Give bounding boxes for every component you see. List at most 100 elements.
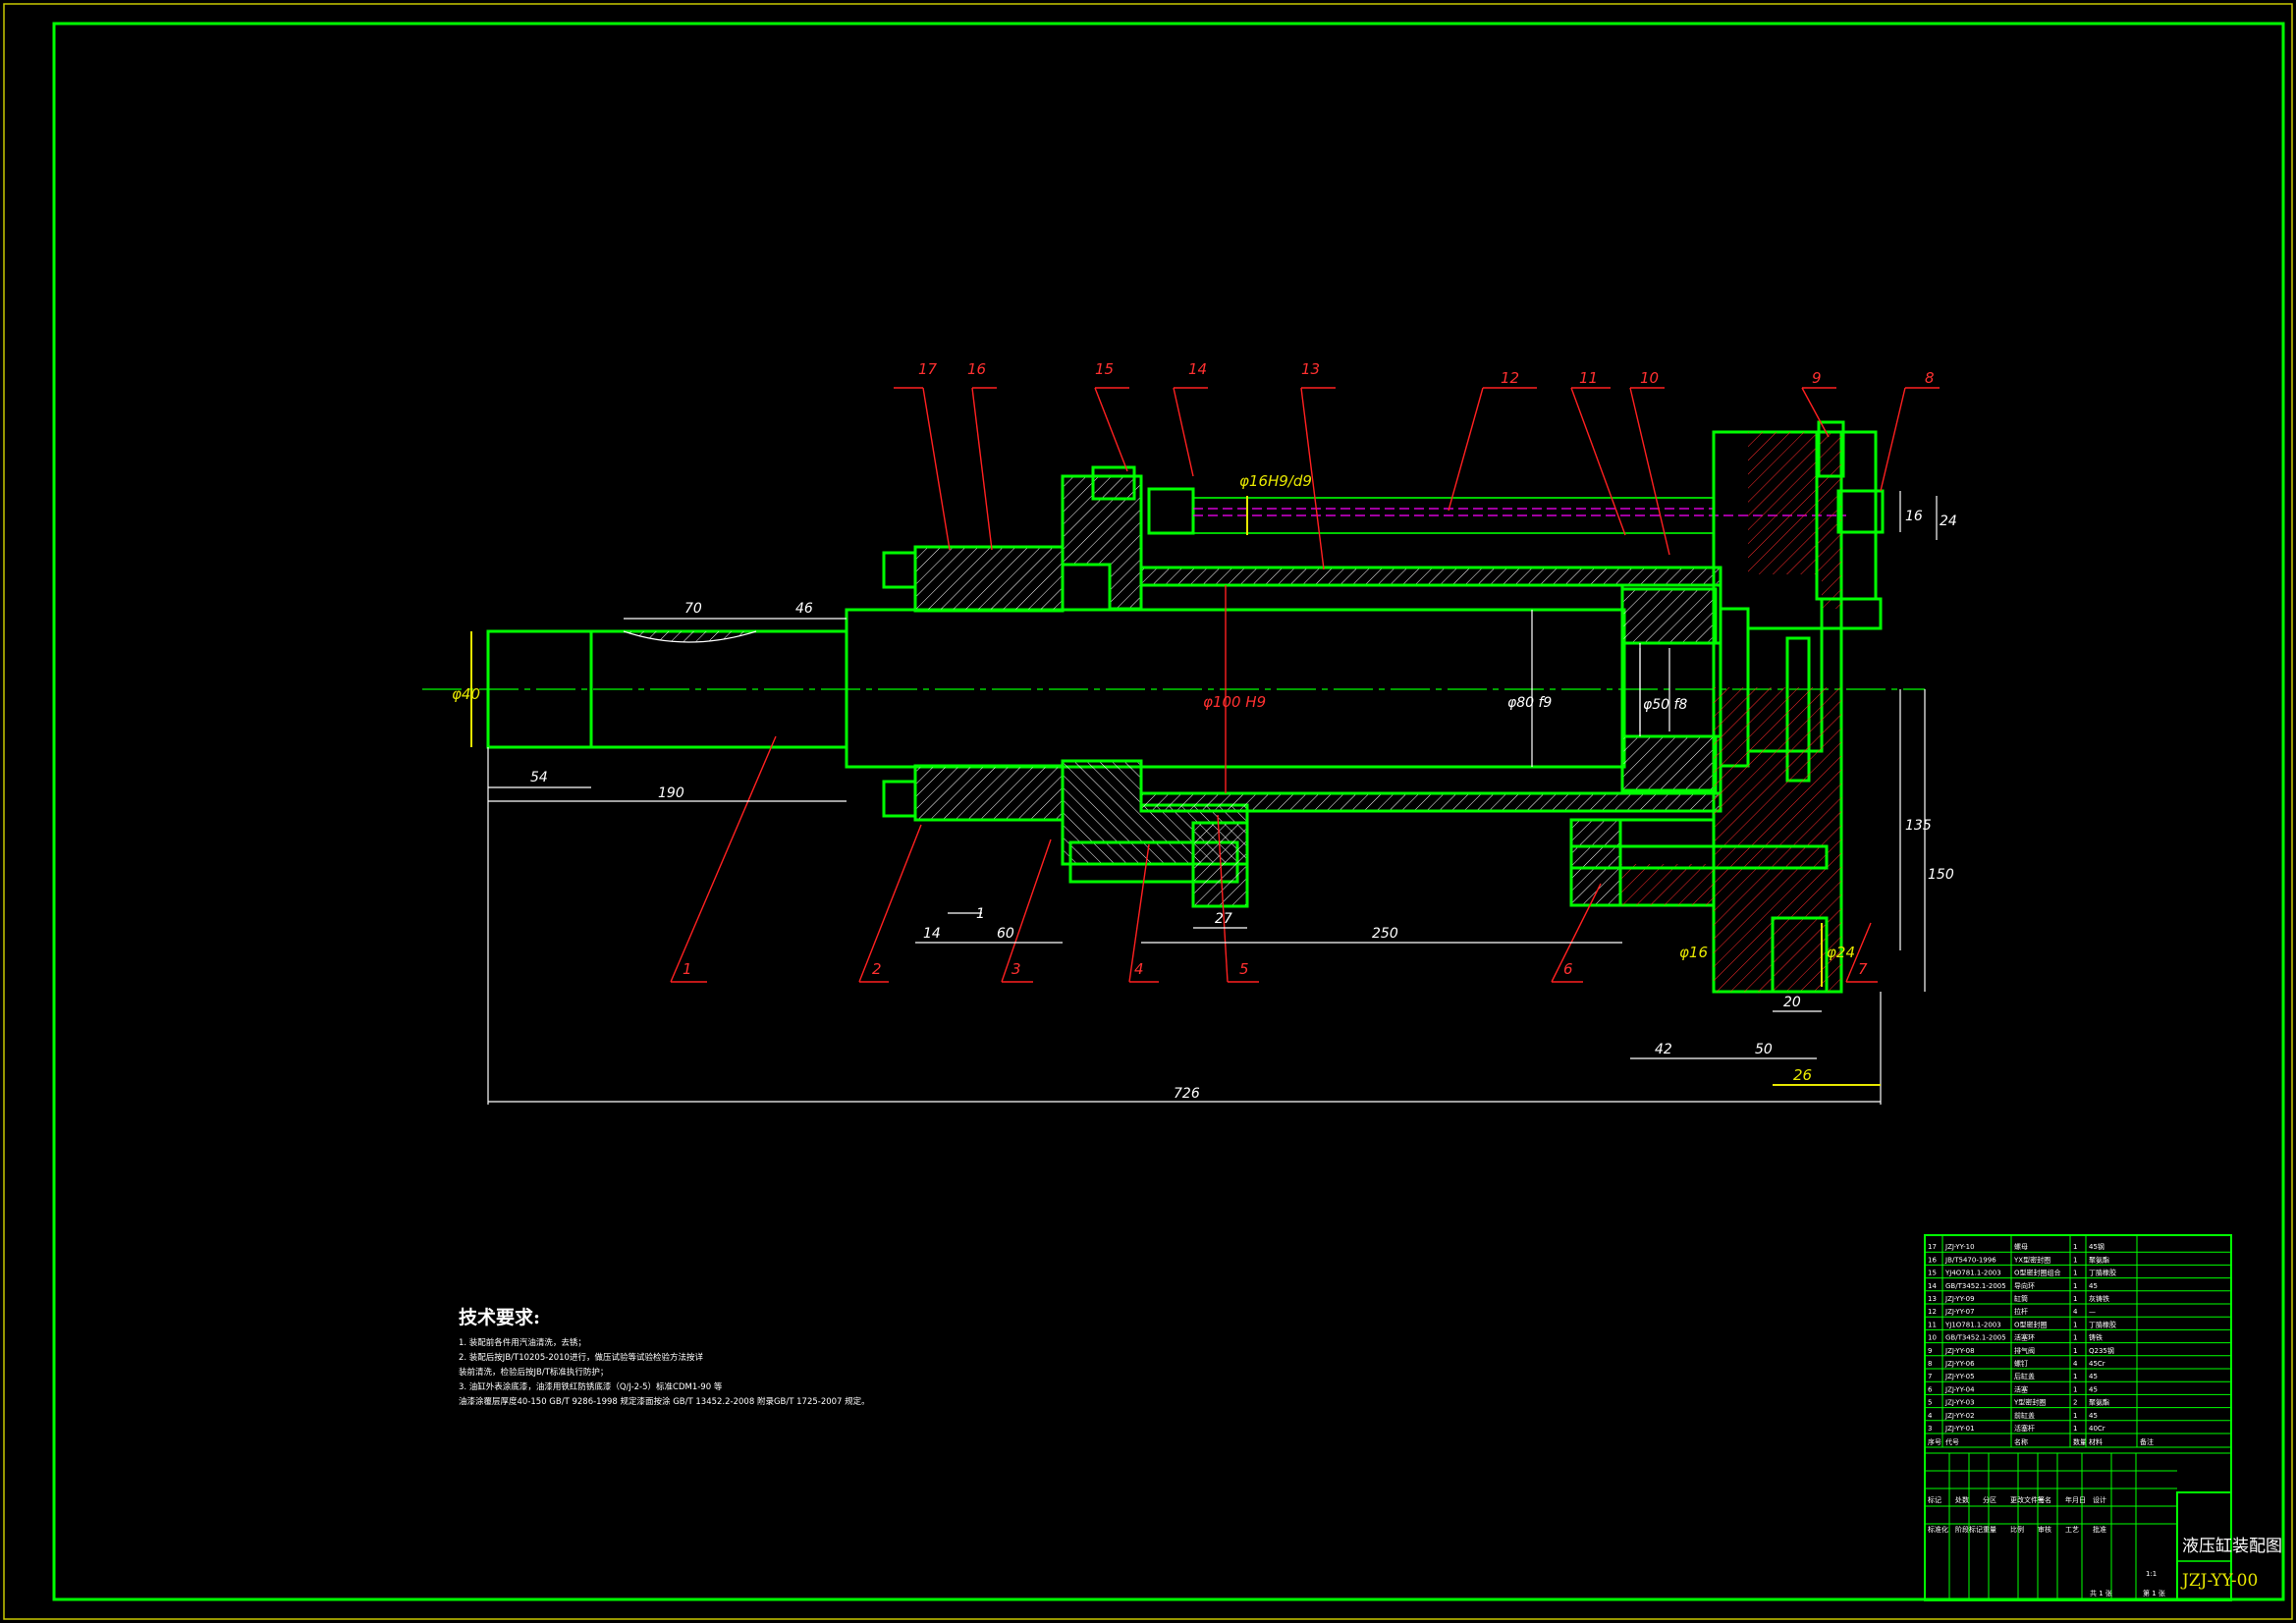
bom-cell: JZJ-YY-09: [1944, 1295, 1975, 1303]
bom-cell: JB/T5470-1996: [1944, 1256, 1996, 1264]
bom-cell: 后缸盖: [2014, 1372, 2035, 1380]
bom-cell: 活塞杆: [2014, 1424, 2035, 1433]
dim-1: 1: [976, 906, 985, 922]
bom-cell: 丁腈橡胶: [2089, 1269, 2116, 1277]
balloon-16: 16: [967, 360, 986, 378]
balloon-4: 4: [1134, 960, 1144, 978]
dim-24: 24: [1940, 514, 1957, 529]
bom-cell: JZJ-YY-04: [1944, 1385, 1975, 1393]
bom-cell: Q235钢: [2089, 1346, 2114, 1355]
tech-line-1: 1. 装配前各件用汽油清洗，去锈；: [459, 1337, 586, 1348]
dim-150: 150: [1928, 867, 1954, 883]
bom-cell: 螺母: [2014, 1242, 2028, 1251]
bom-cell: JZJ-YY-05: [1944, 1373, 1975, 1380]
bom-cell: GB/T3452.1-2005: [1945, 1282, 2006, 1290]
tech-line-2: 2. 装配后按JB/T10205-2010进行，做压试验等试验检验方法按详: [459, 1352, 703, 1363]
title-block-label: 阶段标记: [1955, 1525, 1983, 1534]
dim-phi24: φ24: [1827, 944, 1855, 961]
bom-cell: 11: [1928, 1321, 1937, 1328]
title-block-label: 年月日: [2065, 1495, 2086, 1504]
bom-cell: JZJ-YY-10: [1944, 1243, 1975, 1251]
bom-cell: 16: [1928, 1256, 1937, 1264]
title-block-label: 标记: [1928, 1495, 1941, 1504]
dim-135: 135: [1905, 818, 1932, 834]
bom-cell: JZJ-YY-06: [1944, 1360, 1975, 1368]
title-block-label: 批准: [2093, 1525, 2106, 1534]
drawing-number: JZJ-YY-00: [2180, 1571, 2258, 1591]
front-head: [882, 465, 1249, 908]
bom-cell: 2: [2073, 1399, 2077, 1407]
bom-cell: 45: [2089, 1412, 2098, 1420]
dim-phi16h9: φ16H9/d9: [1239, 472, 1312, 490]
bom-cell: 1: [2073, 1243, 2077, 1251]
bom-header-cell: 备注: [2140, 1437, 2154, 1446]
bom-header-cell: 代号: [1945, 1437, 1959, 1446]
bom-cell: 8: [1928, 1360, 1932, 1368]
balloons: 17 16 15 14 13 12 11 10 9 8 1 2 3 4 5 6 …: [670, 360, 1940, 983]
dim-phi50: φ50 f8: [1643, 697, 1687, 713]
bom-header-cell: 数量: [2073, 1437, 2087, 1446]
bom-header-cell: 序号: [1928, 1437, 1941, 1446]
balloon-14: 14: [1188, 360, 1207, 378]
bom-cell: 1: [2073, 1270, 2077, 1277]
title-block-label: 标准化: [1928, 1525, 1948, 1534]
balloon-5: 5: [1239, 960, 1249, 978]
title-block-label: 更改文件号: [2010, 1495, 2045, 1504]
bom-cell: 1: [2073, 1295, 2077, 1303]
bom-cell: 10: [1928, 1334, 1937, 1342]
bom-cell: 导向环: [2014, 1281, 2035, 1290]
bom-cell: 9: [1928, 1347, 1932, 1355]
dim-26: 26: [1793, 1066, 1812, 1084]
inner-frame: [52, 22, 2285, 1601]
dim-phi16b: φ16: [1679, 944, 1708, 961]
bom-cell: 15: [1928, 1270, 1937, 1277]
dim-60: 60: [997, 926, 1014, 942]
dim-phi40: φ40: [452, 685, 480, 703]
bom-cell: 1: [2073, 1334, 2077, 1342]
dim-726: 726: [1174, 1086, 1200, 1102]
tech-requirements: 技术要求: 1. 装配前各件用汽油清洗，去锈； 2. 装配后按JB/T10205…: [459, 1306, 870, 1407]
bom-cell: 12: [1928, 1308, 1937, 1316]
piston-rod: [486, 608, 1626, 769]
dim-250: 250: [1372, 926, 1398, 942]
bom-cell: O型密封圈: [2014, 1320, 2048, 1328]
bom-cell: Y型密封圈: [2013, 1398, 2046, 1407]
bom-cell: JZJ-YY-07: [1944, 1308, 1975, 1316]
tb-sheet-total: 共 1 张: [2090, 1589, 2112, 1597]
dim-42: 42: [1655, 1042, 1672, 1057]
drawing-title: 液压缸装配图: [2182, 1536, 2282, 1556]
bom-cell: 45钢: [2089, 1242, 2105, 1251]
bom-cell: YX型密封圈: [2013, 1255, 2050, 1264]
dim-16: 16: [1905, 509, 1923, 524]
bom-cell: 活塞: [2014, 1384, 2028, 1393]
bom-cell: 聚氨酯: [2089, 1398, 2109, 1407]
bom-cell: 7: [1928, 1373, 1932, 1380]
dim-14: 14: [923, 926, 941, 942]
bom-cell: 17: [1928, 1243, 1937, 1251]
balloon-9: 9: [1812, 369, 1822, 387]
dim-46: 46: [795, 601, 813, 617]
bom-cell: 1: [2073, 1385, 2077, 1393]
bom-cell: YJ1O781.1-2003: [1944, 1321, 2001, 1328]
bom-cell: 螺钉: [2014, 1359, 2028, 1368]
bom-cell: 1: [2073, 1412, 2077, 1420]
title-block-label: 处数: [1955, 1495, 1969, 1504]
dim-27: 27: [1215, 911, 1232, 927]
title-block-label: 工艺: [2065, 1526, 2079, 1534]
dim-50: 50: [1755, 1042, 1773, 1057]
bom-cell: —: [2089, 1308, 2096, 1316]
balloon-2: 2: [872, 960, 882, 978]
dimensions: 70 46 54 190 726 14 1 60 27 250 42 50 20…: [452, 472, 1957, 1105]
bom-cell: 丁腈橡胶: [2089, 1320, 2116, 1328]
balloon-7: 7: [1858, 960, 1868, 978]
bom-cell: 缸筒: [2014, 1294, 2028, 1303]
bom-cell: O型密封圈组合: [2014, 1269, 2061, 1277]
dim-54: 54: [530, 770, 548, 785]
bom-cell: 活塞环: [2014, 1333, 2035, 1342]
bom-cell: 前缸盖: [2014, 1411, 2035, 1420]
tech-line-5: 油漆涂覆层厚度40-150 GB/T 9286-1998 规定漆面按涂 GB/T…: [459, 1396, 870, 1407]
bom-cell: 3: [1928, 1425, 1932, 1433]
bom-cell: JZJ-YY-02: [1944, 1412, 1975, 1420]
outer-frame: [3, 3, 2293, 1620]
bom-cell: JZJ-YY-03: [1944, 1399, 1975, 1407]
